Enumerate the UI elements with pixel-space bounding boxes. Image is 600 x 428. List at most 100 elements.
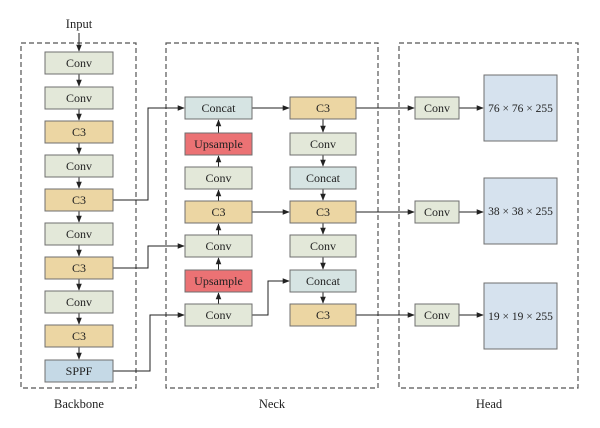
b6-conv-block: Conv bbox=[44, 222, 114, 246]
nl2-label: Upsample bbox=[194, 137, 243, 151]
b1-box bbox=[44, 51, 114, 75]
nl6-box bbox=[184, 269, 253, 293]
o2-label: 38 × 38 × 255 bbox=[488, 206, 553, 218]
nl3-conv-block: Conv bbox=[184, 166, 253, 190]
nr6-concat-block: Concat bbox=[289, 269, 357, 293]
b5-c3-block: C3 bbox=[44, 188, 114, 212]
b6-box bbox=[44, 222, 114, 246]
b1-label: Conv bbox=[66, 56, 92, 70]
nl2-box bbox=[184, 132, 253, 156]
h1-box bbox=[414, 96, 460, 120]
head-frame bbox=[398, 42, 579, 389]
head-label: Head bbox=[476, 397, 503, 411]
nr4-label: C3 bbox=[316, 205, 330, 219]
nr4-box bbox=[289, 200, 357, 224]
o3-label: 19 × 19 × 255 bbox=[488, 311, 553, 323]
nr7-box bbox=[289, 303, 357, 327]
h1-label: Conv bbox=[424, 101, 450, 115]
b10-box bbox=[44, 359, 114, 383]
h1-conv-block: Conv bbox=[414, 96, 460, 120]
nr5-label: Conv bbox=[310, 239, 336, 253]
nl1-label: Concat bbox=[202, 101, 237, 115]
nr7-label: C3 bbox=[316, 308, 330, 322]
b8-box bbox=[44, 290, 114, 314]
nr6-label: Concat bbox=[306, 274, 341, 288]
h3-conv-block: Conv bbox=[414, 303, 460, 327]
b2-box bbox=[44, 86, 114, 110]
nl7-label: Conv bbox=[205, 308, 231, 322]
nl4-label: C3 bbox=[211, 205, 225, 219]
sppf-to-conv bbox=[113, 312, 185, 372]
b2-conv-block: Conv bbox=[44, 86, 114, 110]
h2-conv-block: Conv bbox=[414, 200, 460, 224]
nl7-conv-block: Conv bbox=[184, 303, 253, 327]
b8-conv-block: Conv bbox=[44, 290, 114, 314]
nl5-label: Conv bbox=[205, 239, 231, 253]
b6-label: Conv bbox=[66, 227, 92, 241]
b7-to-conv bbox=[113, 243, 185, 269]
nr2-conv-block: Conv bbox=[289, 132, 357, 156]
b3-label: C3 bbox=[72, 125, 86, 139]
b10-label: SPPF bbox=[66, 364, 93, 378]
nr6-box bbox=[289, 269, 357, 293]
nr1-c3-block: C3 bbox=[289, 96, 357, 120]
h2-box bbox=[414, 200, 460, 224]
nr4-c3-block: C3 bbox=[289, 200, 357, 224]
o2-output-block: 38 × 38 × 255 bbox=[483, 177, 558, 245]
b4-box bbox=[44, 154, 114, 178]
nl1-concat-block: Concat bbox=[184, 96, 253, 120]
nr5-box bbox=[289, 234, 357, 258]
b9-c3-block: C3 bbox=[44, 324, 114, 348]
o1-output-block: 76 × 76 × 255 bbox=[483, 74, 558, 142]
nl4-c3-block: C3 bbox=[184, 200, 253, 224]
b5-label: C3 bbox=[72, 193, 86, 207]
b3-c3-block: C3 bbox=[44, 120, 114, 144]
nl7-box bbox=[184, 303, 253, 327]
o3-output-block: 19 × 19 × 255 bbox=[483, 282, 558, 350]
nl4-box bbox=[184, 200, 253, 224]
h2-label: Conv bbox=[424, 205, 450, 219]
b3-box bbox=[44, 120, 114, 144]
nl6-upsample-block: Upsample bbox=[184, 269, 253, 293]
neck-frame bbox=[165, 42, 379, 389]
nl3-label: Conv bbox=[205, 171, 231, 185]
b9-label: C3 bbox=[72, 329, 86, 343]
backbone-label: Backbone bbox=[54, 397, 104, 411]
b4-conv-block: Conv bbox=[44, 154, 114, 178]
neck-label: Neck bbox=[259, 397, 286, 411]
input-label: Input bbox=[66, 17, 93, 31]
h3-box bbox=[414, 303, 460, 327]
nr1-box bbox=[289, 96, 357, 120]
nl3-box bbox=[184, 166, 253, 190]
o1-label: 76 × 76 × 255 bbox=[488, 103, 553, 115]
nl1-box bbox=[184, 96, 253, 120]
h3-label: Conv bbox=[424, 308, 450, 322]
nr3-concat-block: Concat bbox=[289, 166, 357, 190]
b10-sppf-block: SPPF bbox=[44, 359, 114, 383]
nr5-conv-block: Conv bbox=[289, 234, 357, 258]
b7-label: C3 bbox=[72, 261, 86, 275]
connections bbox=[76, 33, 484, 372]
b7-box bbox=[44, 256, 114, 280]
nr1-label: C3 bbox=[316, 101, 330, 115]
o1-box bbox=[483, 74, 558, 142]
b5-box bbox=[44, 188, 114, 212]
nr7-c3-block: C3 bbox=[289, 303, 357, 327]
nl2-upsample-block: Upsample bbox=[184, 132, 253, 156]
nr2-label: Conv bbox=[310, 137, 336, 151]
nr2-box bbox=[289, 132, 357, 156]
conv-to-concat bbox=[252, 278, 290, 316]
nr3-label: Concat bbox=[306, 171, 341, 185]
o2-box bbox=[483, 177, 558, 245]
b5-to-concat bbox=[113, 105, 185, 201]
b4-label: Conv bbox=[66, 159, 92, 173]
nl6-label: Upsample bbox=[194, 274, 243, 288]
o3-box bbox=[483, 282, 558, 350]
b7-c3-block: C3 bbox=[44, 256, 114, 280]
b2-label: Conv bbox=[66, 91, 92, 105]
nl5-conv-block: Conv bbox=[184, 234, 253, 258]
nr3-box bbox=[289, 166, 357, 190]
b1-conv-block: Conv bbox=[44, 51, 114, 75]
b9-box bbox=[44, 324, 114, 348]
